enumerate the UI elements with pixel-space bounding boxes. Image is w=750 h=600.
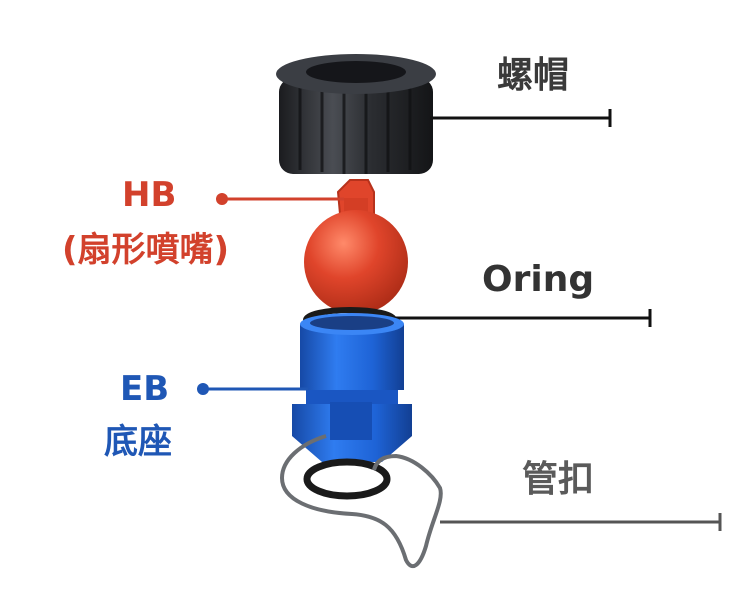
nozzle-part (304, 179, 408, 314)
oring-label: Oring (482, 259, 595, 300)
base-part (292, 313, 412, 462)
hb-code-label: HB (122, 175, 177, 215)
hb-name-label: (扇形噴嘴) (62, 230, 230, 270)
clip-part (279, 434, 443, 569)
eb-code-label: EB (120, 369, 170, 409)
cap-part (276, 54, 436, 174)
eb-name-label: 底座 (104, 422, 172, 462)
cap-label: 螺帽 (497, 55, 570, 96)
clip-label: 管扣 (522, 459, 595, 500)
